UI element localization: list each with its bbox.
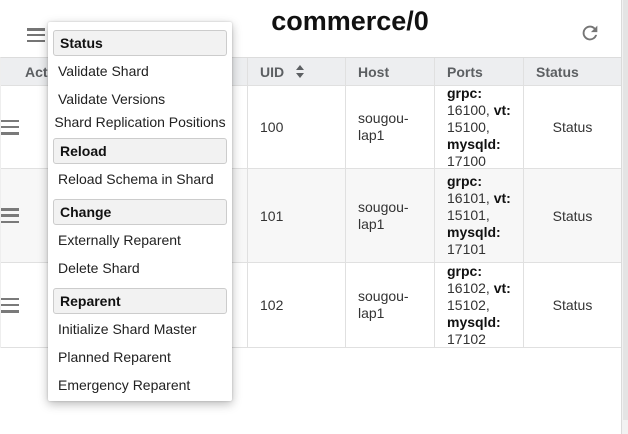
menu-item-validate-versions[interactable]: Validate Versions [58, 91, 166, 107]
hamburger-bar [27, 39, 45, 42]
menu-item-emergency-reparent[interactable]: Emergency Reparent [58, 377, 191, 393]
tablet-status-link[interactable]: Status [552, 207, 593, 224]
menu-item-initialize-shard-master[interactable]: Initialize Shard Master [58, 321, 197, 337]
menu-item-externally-reparent[interactable]: Externally Reparent [58, 232, 181, 248]
column-header-label: UID [260, 63, 285, 80]
ports-value: grpc: 16102, vt: 15102, mysqld: 17102 [447, 262, 511, 347]
refresh-icon[interactable] [578, 22, 602, 46]
uid-cell: 101 [248, 169, 346, 262]
ports-value: grpc: 16100, vt: 15100, mysqld: 17100 [447, 84, 511, 169]
host-value: sougou-lap1 [358, 110, 409, 143]
sort-arrows-icon[interactable] [296, 65, 305, 78]
menu-section-header-reparent: Reparent [53, 288, 227, 314]
menu-section-header-change: Change [53, 199, 227, 225]
menu-item-reload-schema-in-shard[interactable]: Reload Schema in Shard [58, 171, 214, 187]
column-header-label: Ports [447, 63, 483, 80]
hidden-cell [141, 86, 248, 168]
hamburger-icon[interactable] [27, 27, 45, 43]
column-header-label: Status [536, 63, 579, 80]
refresh-icon-glyph [582, 25, 598, 41]
menu-section-header-reload: Reload [53, 138, 227, 164]
ports-cell: grpc: 16102, vt: 15102, mysqld: 17102 [435, 263, 524, 347]
hamburger-bar [27, 33, 45, 37]
scrollbar-thumb[interactable] [623, 0, 628, 420]
hamburger-icon[interactable] [1, 119, 19, 135]
host-cell: sougou-lap1 [346, 263, 435, 347]
uid-cell: 100 [248, 86, 346, 168]
hamburger-bar [27, 28, 45, 31]
ports-cell: grpc: 16100, vt: 15100, mysqld: 17100 [435, 84, 524, 169]
menu-item-validate-shard[interactable]: Validate Shard [58, 63, 149, 79]
host-value: sougou-lap1 [358, 288, 409, 321]
ports-cell: grpc: 16101, vt: 15101, mysqld: 17101 [435, 169, 524, 262]
vertical-scrollbar[interactable] [621, 0, 628, 434]
host-value: sougou-lap1 [358, 198, 409, 232]
column-header-label: Host [358, 63, 390, 80]
tablet-status-link[interactable]: Status [552, 119, 593, 135]
menu-item-shard-replication-positions[interactable]: Shard Replication Positions [54, 114, 226, 130]
menu-item-delete-shard[interactable]: Delete Shard [58, 260, 140, 276]
tablet-row-102: 102 sougou-lap1 grpc: 16102, vt: 15102, my… [1, 263, 622, 348]
menu-section-header-status: Status [53, 30, 227, 56]
ports-value: grpc: 16101, vt: 15101, mysqld: 17101 [447, 173, 511, 257]
column-header-hidden [141, 58, 248, 85]
hamburger-icon[interactable] [1, 208, 19, 223]
status-cell: Status [524, 169, 622, 262]
hidden-cell [141, 169, 248, 262]
host-cell: sougou-lap1 [346, 169, 435, 262]
uid-cell: 102 [248, 263, 346, 347]
page-title: commerce/0 [271, 6, 429, 36]
status-cell: Status [524, 263, 622, 347]
menu-item-planned-reparent[interactable]: Planned Reparent [58, 349, 171, 365]
status-cell: Status [524, 86, 622, 168]
column-header-status: Status [524, 58, 622, 85]
hidden-cell [141, 263, 248, 347]
column-header-host: Host [346, 58, 435, 85]
host-cell: sougou-lap1 [346, 86, 435, 168]
column-header-ports: Ports [435, 58, 524, 85]
tablet-status-link[interactable]: Status [552, 297, 593, 313]
hamburger-icon[interactable] [1, 297, 19, 313]
tablet-row-100: 100 sougou-lap1 grpc: 16100, vt: 15100, my… [1, 84, 622, 169]
column-header-uid[interactable]: UID [248, 58, 346, 85]
